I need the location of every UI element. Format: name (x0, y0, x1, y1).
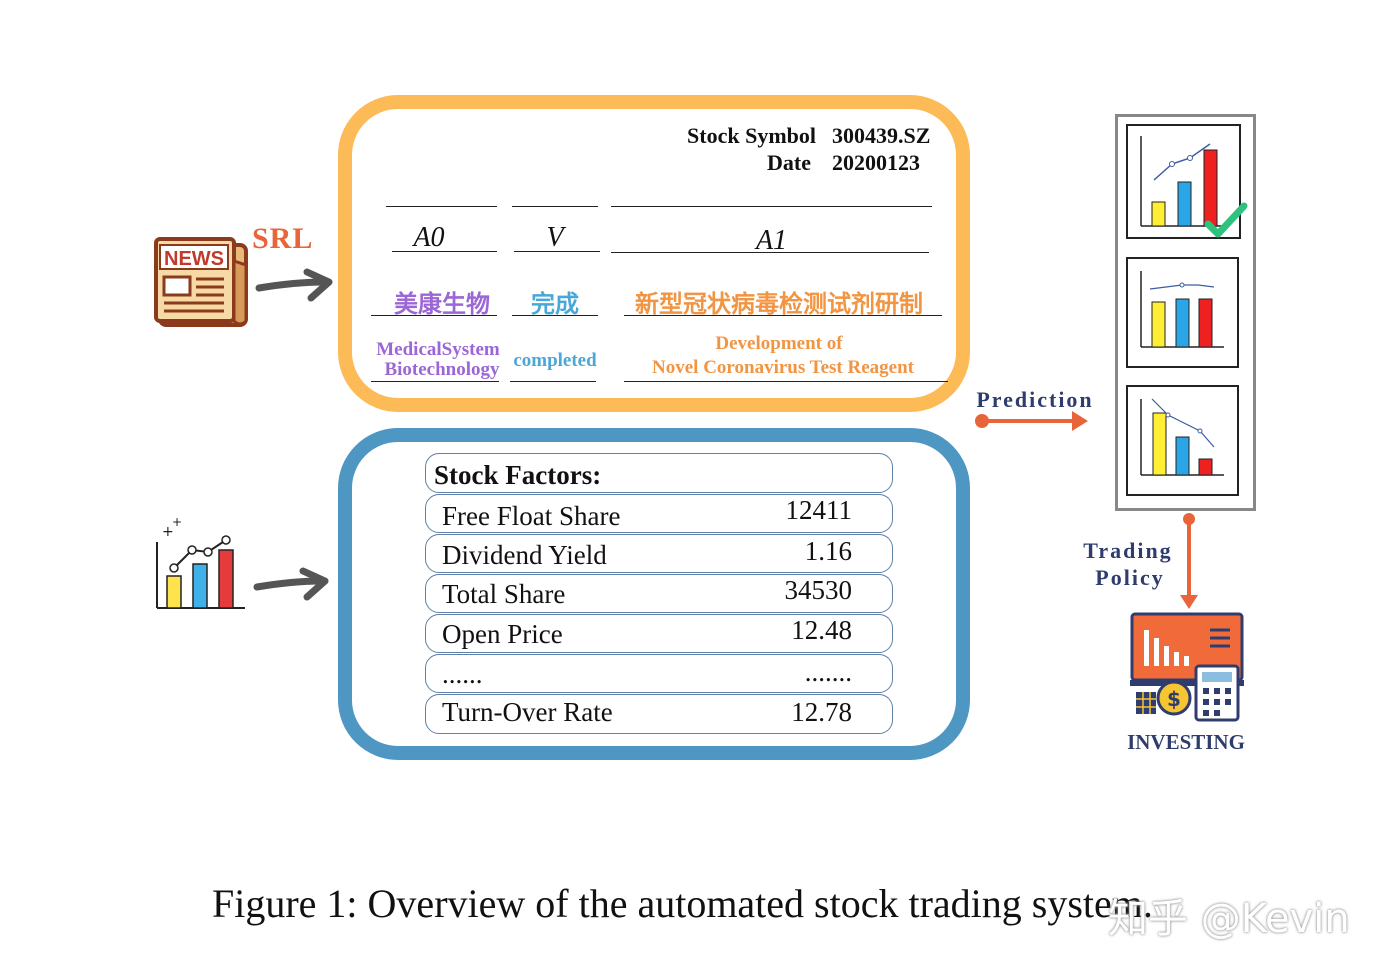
blank-line-a0 (386, 206, 497, 207)
factor-value: 12411 (785, 495, 853, 525)
role-line-a1 (611, 252, 929, 253)
prediction-arrow-icon (975, 411, 1088, 431)
stock-symbol-value: 300439.SZ (832, 123, 931, 148)
arrow-icon (255, 268, 333, 302)
svg-text:+: + (162, 524, 174, 540)
factor-row: Turn-Over Rate 12.78 (425, 694, 893, 734)
english-line-v (510, 381, 596, 382)
factor-name: Turn-Over Rate (442, 697, 613, 727)
factor-row: Free Float Share 12411 (425, 494, 893, 533)
bar-chart-icon (1126, 385, 1239, 496)
factor-value: 34530 (784, 575, 853, 605)
bar-chart-icon (1126, 257, 1239, 368)
svg-text:+: + (172, 515, 182, 529)
stock-symbol-key: Stock Symbol (687, 123, 816, 148)
figure-caption: Figure 1: Overview of the automated stoc… (212, 881, 1153, 926)
factor-name: Open Price (442, 619, 563, 649)
factor-value: 12.78 (791, 697, 852, 727)
date-value: 20200123 (832, 150, 920, 175)
factor-row: ...... ....... (425, 654, 893, 693)
date-key: Date (767, 150, 811, 175)
english-a1-line2: Novel Coronavirus Test Reagent (652, 357, 914, 378)
blank-line-v (512, 206, 598, 207)
factor-row: Total Share 34530 (425, 574, 893, 613)
english-a0-line2: Biotechnology (384, 359, 500, 380)
svg-text:$: $ (1167, 687, 1181, 711)
trading-policy-label-line2: Policy (1095, 565, 1165, 590)
factor-row: Open Price 12.48 (425, 614, 893, 653)
factor-name: Free Float Share (442, 501, 621, 531)
factor-name: Dividend Yield (442, 540, 607, 570)
role-v: V (546, 222, 564, 253)
factor-title-row: Stock Factors: (425, 453, 893, 493)
watermark: 知乎 @Kevin (1108, 896, 1350, 942)
english-line-a0 (371, 381, 499, 382)
chinese-a0: 美康生物 (394, 290, 490, 318)
factor-name: Total Share (442, 579, 566, 609)
factor-value: 1.16 (804, 536, 852, 566)
news-icon-text: NEWS (164, 248, 224, 270)
arrow-icon (253, 567, 329, 601)
trading-policy-label-line1: Trading (1083, 538, 1173, 563)
checkmark-icon (1204, 202, 1248, 238)
trading-arrow-icon (1180, 513, 1198, 609)
investing-label: INVESTING (1127, 730, 1245, 754)
newspaper-icon: NEWS (154, 237, 248, 327)
role-line-a0 (392, 251, 497, 252)
chinese-line-a1 (624, 315, 942, 316)
growth-chart-icon: + + (156, 515, 245, 609)
bar-chart-icon (1126, 124, 1248, 239)
role-line-v (514, 251, 600, 252)
investing-icon: $ (1130, 612, 1244, 722)
english-v: completed (513, 350, 597, 371)
chinese-a1: 新型冠状病毒检测试剂研制 (635, 290, 923, 318)
factor-value: 12.48 (791, 615, 852, 645)
prediction-label: Prediction (976, 387, 1094, 412)
english-a1-line1: Development of (715, 333, 843, 354)
factor-title: Stock Factors: (434, 460, 602, 490)
chinese-line-v (512, 315, 598, 316)
factor-row: Dividend Yield 1.16 (425, 534, 893, 573)
chinese-line-a0 (371, 315, 497, 316)
role-a1: A1 (755, 225, 788, 256)
srl-panel (338, 95, 970, 412)
chinese-v: 完成 (531, 290, 579, 318)
srl-label: SRL (252, 222, 314, 255)
english-line-a1 (624, 381, 948, 382)
factor-value: ....... (804, 657, 852, 687)
role-a0: A0 (413, 222, 445, 253)
blank-line-a1 (611, 206, 932, 207)
factor-name: ...... (442, 659, 483, 689)
english-a0-line1: MedicalSystem (376, 339, 500, 360)
